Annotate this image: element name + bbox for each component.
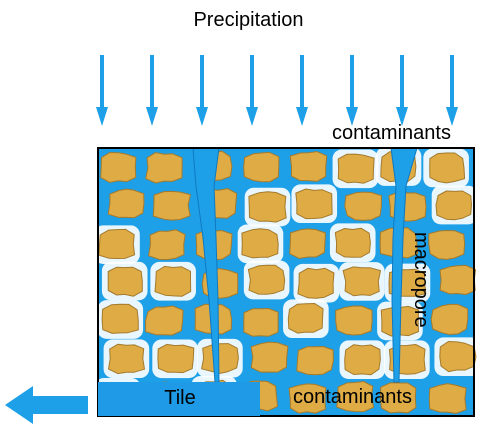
soil-aggregate (243, 151, 280, 183)
rain-arrow-shaft (150, 55, 154, 109)
soil-aggregate (152, 190, 191, 221)
soil-aggregate (107, 266, 143, 297)
soil-aggregate (295, 188, 333, 220)
soil-aggregate (439, 264, 476, 295)
soil-aggregate (429, 152, 466, 184)
soil-aggregate (107, 188, 145, 219)
rain-arrow-shaft (450, 55, 454, 109)
down-arrow-icon (246, 107, 258, 126)
precipitation-arrows (96, 55, 458, 126)
soil-aggregate (428, 383, 467, 414)
tile-label: Tile (164, 387, 196, 409)
soil-aggregate (108, 343, 145, 375)
soil-aggregate (439, 341, 477, 373)
soil-aggregate (248, 191, 287, 223)
soil-aggregate (100, 152, 137, 183)
soil-aggregate (145, 152, 183, 184)
soil-aggregate (296, 346, 334, 376)
rain-arrow-shaft (400, 55, 404, 109)
soil-aggregate (154, 265, 192, 297)
soil-aggregate (148, 229, 186, 261)
soil-aggregate (334, 227, 371, 258)
soil-aggregate (297, 267, 335, 299)
macropore-right (390, 147, 418, 383)
down-arrow-icon (196, 107, 208, 126)
down-arrow-icon (146, 107, 158, 126)
soil-aggregate (435, 190, 472, 221)
soil-aggregate (201, 343, 239, 374)
rain-arrow-shaft (200, 55, 204, 109)
soil-border (97, 147, 475, 417)
soil-aggregate (430, 303, 469, 335)
soil-aggregate (336, 381, 375, 413)
down-arrow-icon (96, 107, 108, 126)
rain-arrow-shaft (350, 55, 354, 109)
soil-aggregate (379, 382, 417, 414)
diagram-title: Precipitation (193, 9, 304, 31)
left-arrow-icon (5, 386, 88, 424)
soil-aggregate (98, 228, 136, 259)
macropore-label: macropore (410, 232, 432, 328)
contaminants-label-bottom: contaminants (293, 386, 412, 408)
soil-aggregate (250, 341, 289, 373)
down-arrow-icon (346, 107, 358, 126)
rain-arrow-shaft (300, 55, 304, 109)
rain-arrow-shaft (250, 55, 254, 109)
soil-aggregate (342, 266, 381, 297)
contaminants-label-top: contaminants (332, 122, 451, 144)
soil-aggregate (157, 343, 195, 374)
down-arrow-icon (296, 107, 308, 126)
soil-aggregate (289, 228, 326, 259)
soil-aggregate (335, 305, 373, 336)
soil-aggregate (287, 303, 324, 334)
rain-arrow-shaft (100, 55, 104, 109)
soil-aggregate (344, 191, 382, 221)
soil-aggregate (243, 308, 279, 337)
soil-aggregate (337, 153, 375, 184)
soil-aggregate (428, 230, 466, 260)
soil-aggregate (344, 344, 381, 376)
tile-drain (98, 382, 260, 416)
down-arrow-icon (446, 107, 458, 126)
soil-aggregate (241, 228, 279, 259)
down-arrow-icon (396, 107, 408, 126)
soil-aggregate (145, 305, 184, 336)
soil-aggregate (247, 264, 286, 295)
soil-aggregate (289, 151, 328, 182)
soil-aggregate (288, 383, 327, 414)
soil-aggregate (101, 303, 139, 334)
